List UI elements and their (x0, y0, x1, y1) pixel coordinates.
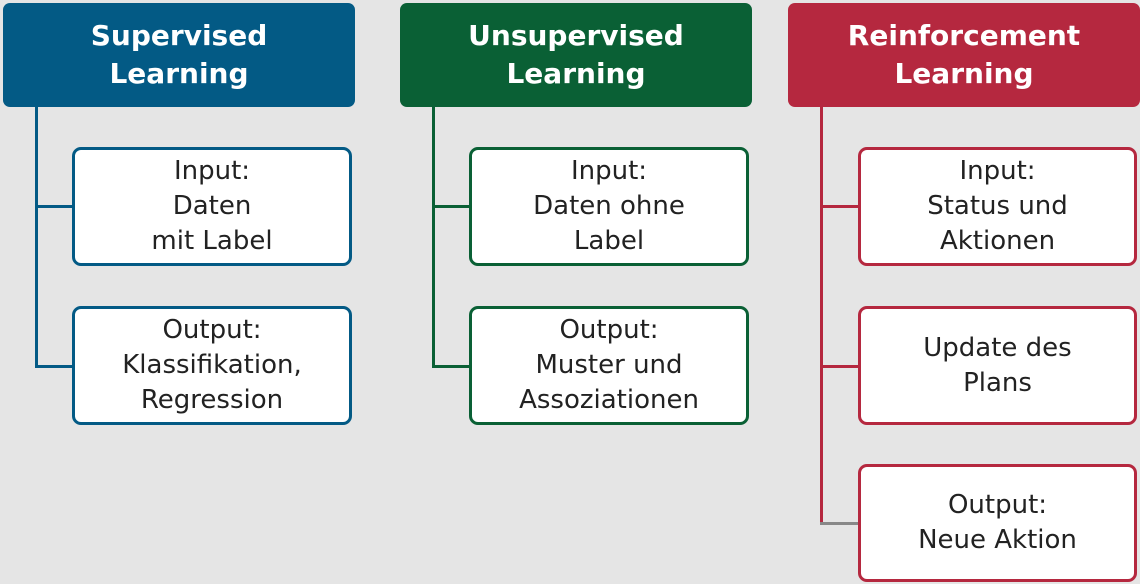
box-text-line: Regression (140, 385, 284, 415)
box-text-line: Input: (173, 156, 251, 186)
box-text-line: Assoziationen (519, 385, 699, 415)
box-text-line: Label (573, 226, 645, 256)
column-unsupervised: Unsupervised Learning Input: Daten ohne … (400, 0, 752, 584)
header-title-line: Learning (109, 57, 249, 90)
output-box: Output: Klassifikation, Regression (72, 306, 352, 425)
output-box: Output: Muster und Assoziationen (469, 306, 749, 425)
connector-vertical (820, 107, 823, 525)
box-text-line: Klassifikation, (122, 350, 302, 380)
update-box: Update des Plans (858, 306, 1137, 425)
input-box: Input: Daten mit Label (72, 147, 352, 266)
connector-branch (820, 365, 860, 368)
box-text-line: Output: (162, 315, 262, 345)
box-text-line: Plans (963, 367, 1032, 398)
column-reinforcement: Reinforcement Learning Input: Status und… (788, 0, 1140, 584)
connector-branch (820, 205, 860, 208)
header-title-line: Learning (894, 57, 1034, 90)
header-title-line: Learning (506, 57, 646, 90)
box-text-line: Output: (947, 490, 1048, 520)
box-text-line: Update des (923, 332, 1072, 363)
box-text-line: mit Label (151, 226, 273, 256)
box-text-line: Output: (559, 315, 659, 345)
connector-branch (35, 365, 75, 368)
input-box: Input: Daten ohne Label (469, 147, 749, 266)
box-text-line: Aktionen (939, 226, 1056, 256)
header-title-line: Supervised (90, 19, 268, 52)
output-box: Output: Neue Aktion (858, 464, 1137, 582)
connector-vertical (35, 107, 38, 368)
connector-branch (820, 522, 860, 525)
header-unsupervised-learning: Unsupervised Learning (400, 3, 752, 107)
box-text-line: Status und (927, 191, 1068, 221)
header-reinforcement-learning: Reinforcement Learning (788, 3, 1140, 107)
box-text-line: Daten ohne (533, 191, 685, 221)
connector-vertical (432, 107, 435, 368)
connector-branch (432, 365, 472, 368)
box-text-line: Input: (959, 156, 1036, 186)
box-text-line: Input: (570, 156, 648, 186)
box-text-line: Muster und (535, 350, 683, 380)
box-text-line: Neue Aktion (918, 525, 1077, 555)
header-title-line: Unsupervised (468, 19, 684, 52)
connector-branch (432, 205, 472, 208)
box-text-line: Daten (172, 191, 252, 221)
column-supervised: Supervised Learning Input: Daten mit Lab… (3, 0, 355, 584)
header-title-line: Reinforcement (847, 19, 1081, 52)
connector-branch (35, 205, 75, 208)
header-supervised-learning: Supervised Learning (3, 3, 355, 107)
input-box: Input: Status und Aktionen (858, 147, 1137, 266)
